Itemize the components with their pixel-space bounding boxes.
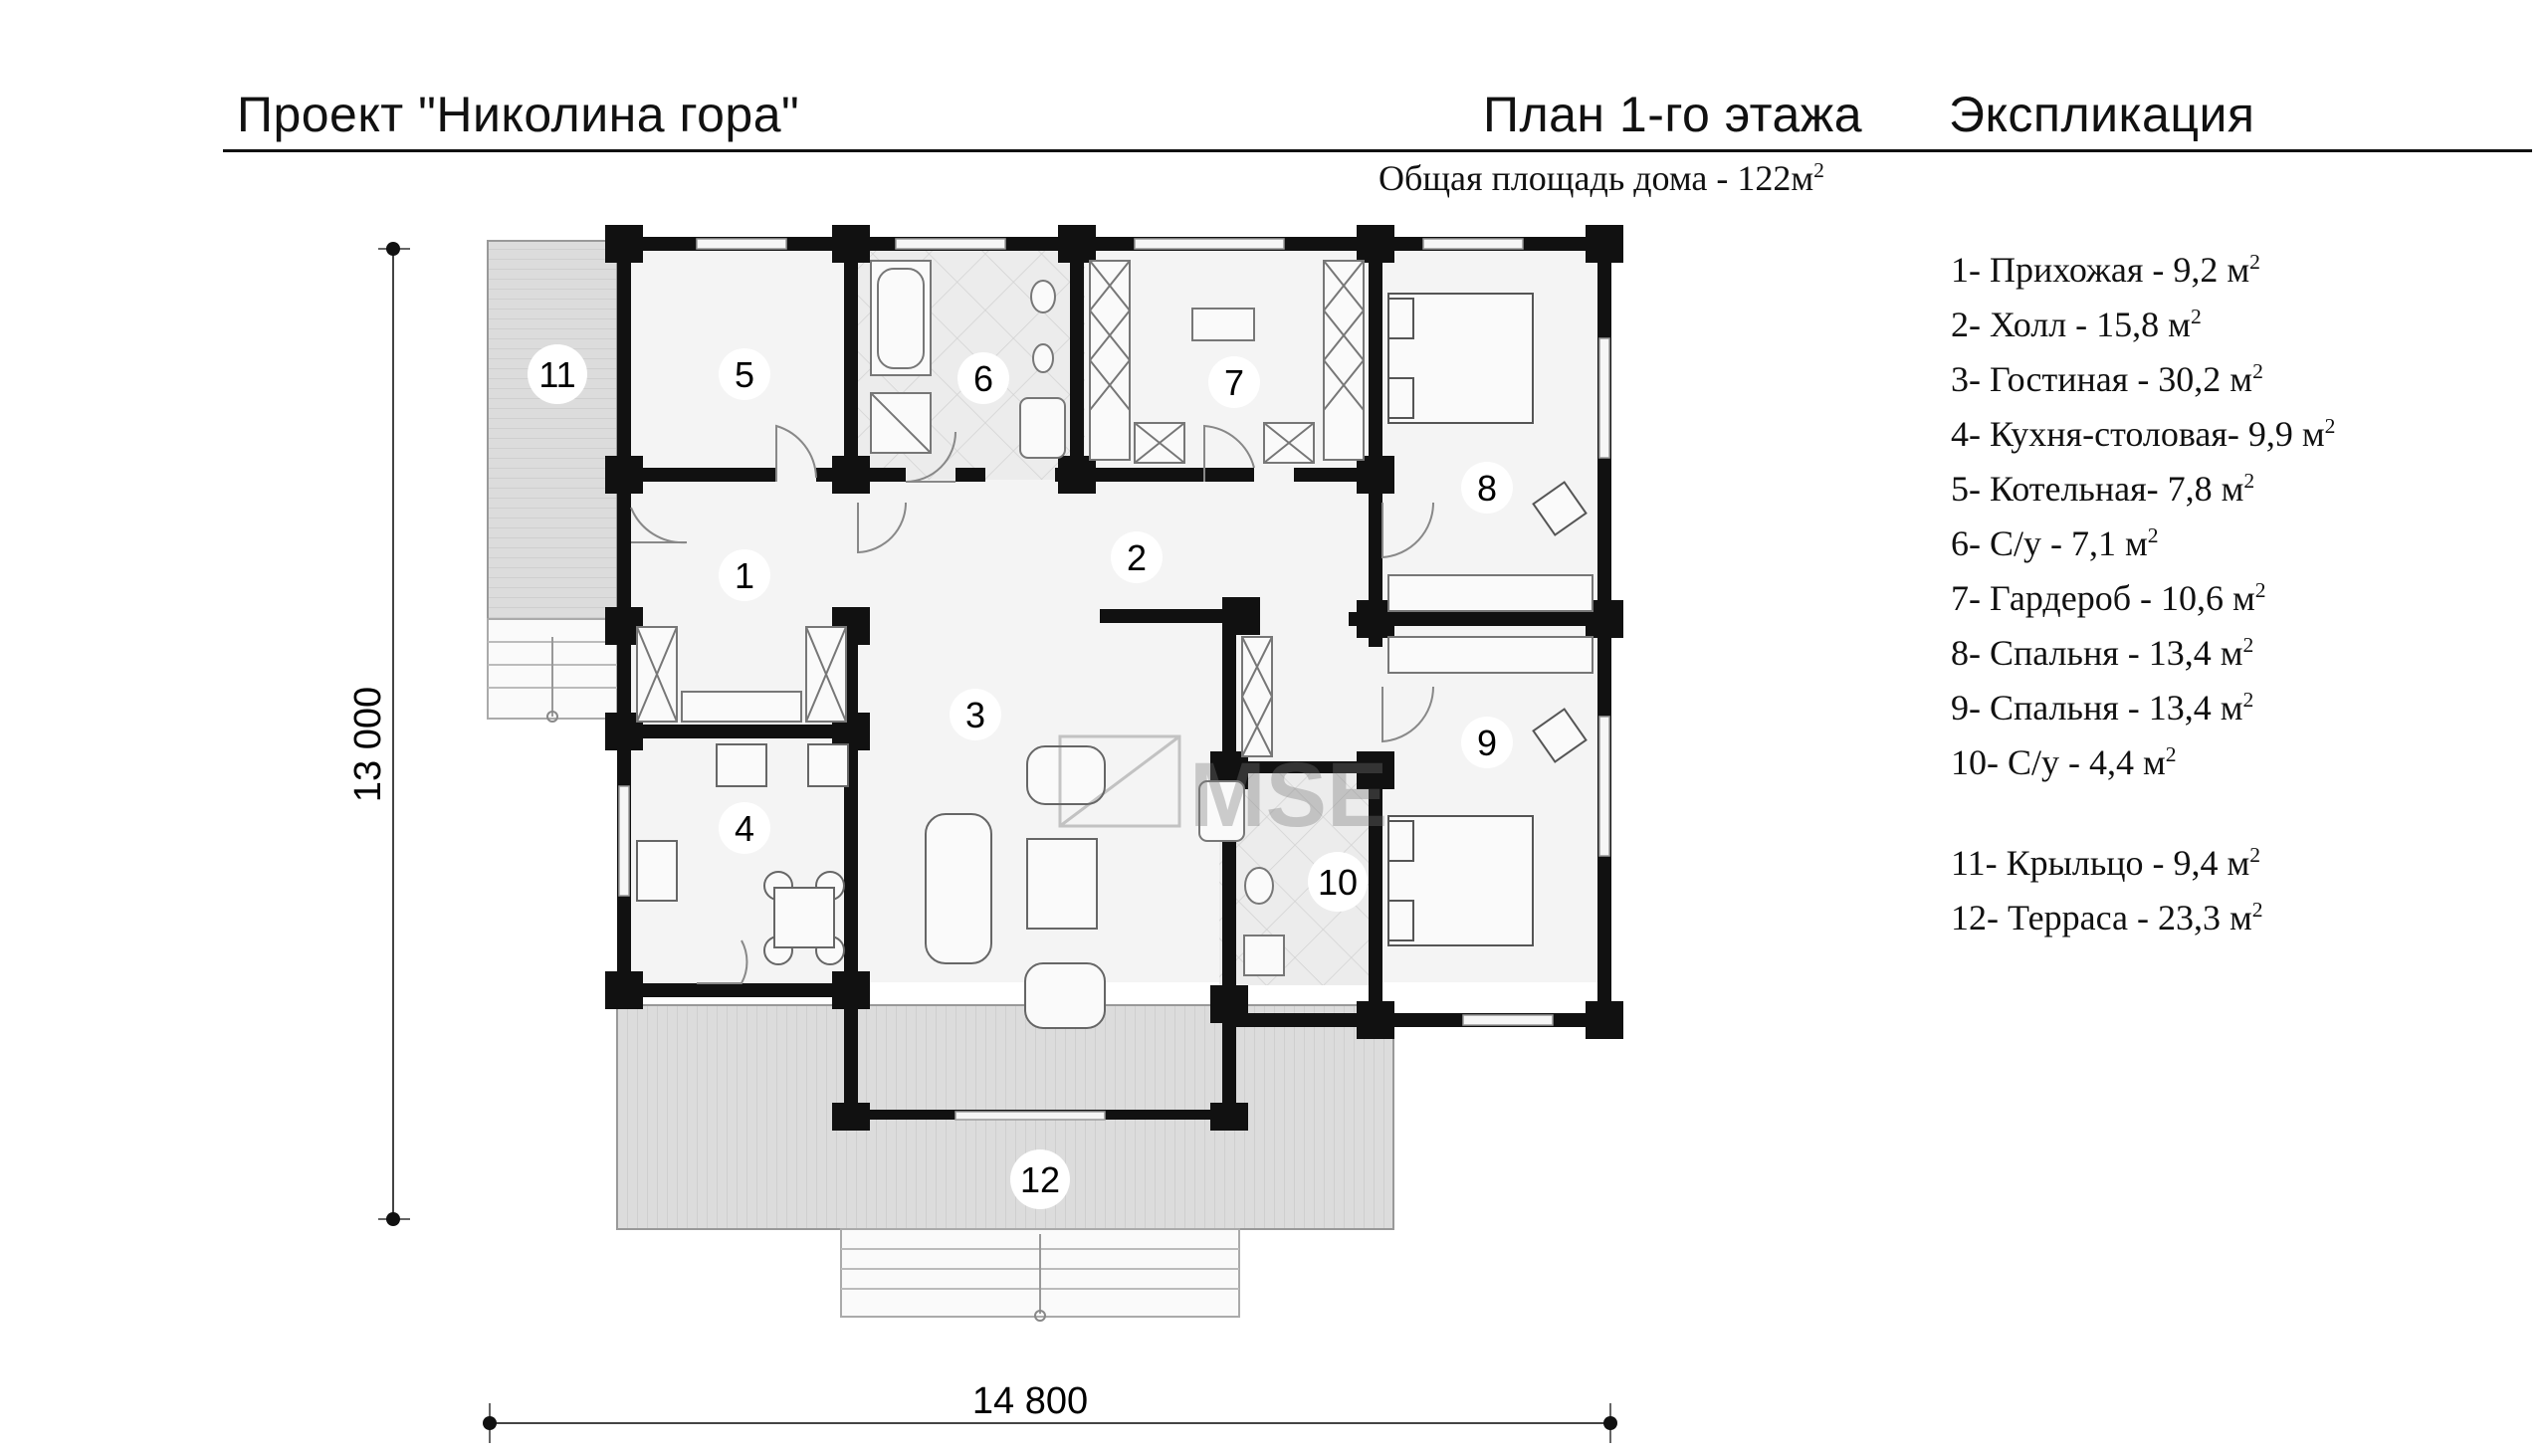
bathroom-fixtures bbox=[870, 260, 1285, 976]
legend-item-1: 1- Прихожая - 9,2 м2 bbox=[1951, 250, 2260, 290]
svg-text:12: 12 bbox=[1020, 1159, 1060, 1200]
legend-item-12: 12- Терраса - 23,3 м2 bbox=[1951, 898, 2263, 937]
porch-area bbox=[487, 240, 618, 723]
legend-item-2: 2- Холл - 15,8 м2 bbox=[1951, 305, 2202, 344]
svg-text:5: 5 bbox=[735, 354, 754, 395]
windows bbox=[618, 238, 1610, 1121]
svg-text:1: 1 bbox=[735, 555, 754, 596]
living-furniture bbox=[636, 743, 1106, 1029]
svg-text:11: 11 bbox=[538, 354, 575, 395]
height-dimension: 13 000 bbox=[347, 242, 410, 1226]
total-area-label: Общая площадь дома - 122м bbox=[1379, 158, 1814, 198]
doors bbox=[630, 424, 1435, 984]
width-dimension-label: 14 800 bbox=[972, 1380, 1088, 1422]
svg-text:6: 6 bbox=[973, 358, 993, 399]
bedroom-furniture bbox=[1387, 293, 1588, 946]
room-label-1: 1 bbox=[719, 549, 770, 601]
legend-item-11: 11- Крыльцо - 9,4 м2 bbox=[1951, 843, 2261, 883]
room-label-5: 5 bbox=[719, 348, 770, 400]
terrace-area bbox=[616, 1004, 1394, 1322]
room-labels: 1 2 3 4 5 6 7 8 9 10 11 12 bbox=[528, 344, 1513, 1209]
svg-text:3: 3 bbox=[965, 695, 985, 735]
legend-item-3: 3- Гостиная - 30,2 м2 bbox=[1951, 359, 2263, 399]
svg-text:8: 8 bbox=[1477, 468, 1497, 509]
plan-title: План 1-го этажа bbox=[1483, 87, 1863, 142]
cabinets bbox=[636, 260, 1593, 757]
explication-title: Экспликация bbox=[1949, 87, 2255, 142]
legend-item-8: 8- Спальня - 13,4 м2 bbox=[1951, 633, 2254, 673]
room-label-7: 7 bbox=[1208, 356, 1260, 408]
legend-item-7: 7- Гардероб - 10,6 м2 bbox=[1951, 578, 2266, 618]
room-label-4: 4 bbox=[719, 802, 770, 854]
room-label-12: 12 bbox=[1010, 1149, 1070, 1209]
total-area-unit-sup: 2 bbox=[1813, 158, 1824, 182]
total-area: Общая площадь дома - 122м2 bbox=[1379, 157, 1824, 199]
header-divider bbox=[223, 149, 2532, 152]
svg-text:4: 4 bbox=[735, 808, 754, 849]
room-label-8: 8 bbox=[1461, 462, 1513, 514]
watermark: MSE bbox=[1058, 734, 1387, 846]
svg-text:2: 2 bbox=[1127, 537, 1147, 578]
room-label-10: 10 bbox=[1308, 852, 1368, 912]
watermark-text: MSE bbox=[1189, 744, 1387, 846]
legend-spacer bbox=[1951, 786, 2335, 832]
svg-text:9: 9 bbox=[1477, 723, 1497, 763]
width-dimension: 14 800 bbox=[483, 1380, 1617, 1443]
room-label-3: 3 bbox=[950, 689, 1001, 740]
legend-item-6: 6- С/у - 7,1 м2 bbox=[1951, 523, 2159, 563]
height-dimension-label: 13 000 bbox=[347, 687, 389, 802]
explication-legend: 1- Прихожая - 9,2 м2 2- Холл - 15,8 м2 3… bbox=[1951, 239, 2335, 941]
room-label-2: 2 bbox=[1111, 531, 1163, 583]
room-label-9: 9 bbox=[1461, 717, 1513, 768]
svg-text:10: 10 bbox=[1318, 862, 1358, 903]
room-label-11: 11 bbox=[528, 344, 587, 404]
legend-item-9: 9- Спальня - 13,4 м2 bbox=[1951, 688, 2254, 728]
project-title: Проект "Николина гора" bbox=[237, 87, 800, 142]
svg-text:7: 7 bbox=[1224, 362, 1244, 403]
legend-item-10: 10- С/у - 4,4 м2 bbox=[1951, 742, 2177, 782]
room-label-6: 6 bbox=[957, 352, 1009, 404]
legend-item-5: 5- Котельная- 7,8 м2 bbox=[1951, 469, 2255, 509]
legend-item-4: 4- Кухня-столовая- 9,9 м2 bbox=[1951, 414, 2336, 454]
